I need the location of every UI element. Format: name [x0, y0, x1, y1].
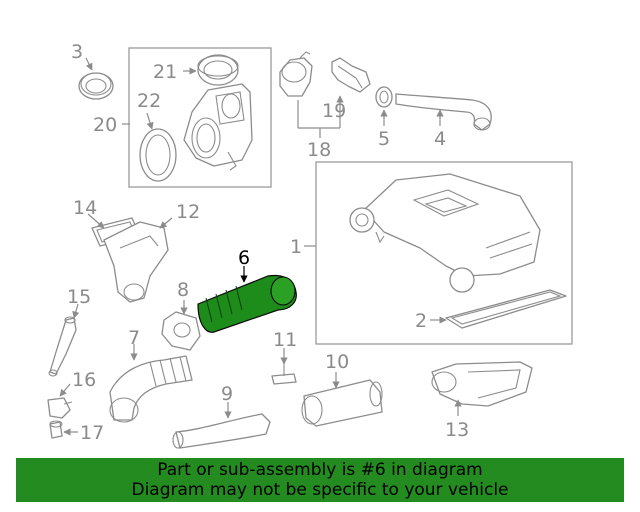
label-18: 18 — [307, 139, 331, 161]
part-20-housing[interactable] — [183, 83, 253, 171]
part-5-clamp[interactable] — [375, 86, 393, 108]
label-7: 7 — [128, 327, 140, 349]
group-box-20 — [128, 47, 272, 188]
label-14: 14 — [73, 197, 97, 219]
part-4-hose[interactable] — [395, 93, 492, 131]
label-15: 15 — [67, 286, 91, 308]
label-21: 21 — [153, 61, 177, 83]
label-11: 11 — [273, 329, 297, 351]
label-1: 1 — [290, 236, 302, 258]
label-10: 10 — [325, 351, 349, 373]
label-2: 2 — [415, 310, 427, 332]
part-12-duct[interactable] — [103, 221, 169, 303]
group-box-1 — [315, 161, 573, 345]
label-9: 9 — [221, 383, 233, 405]
part-1-air-cleaner-box[interactable] — [349, 173, 541, 293]
part-10-duct-tube[interactable] — [301, 379, 383, 427]
label-4: 4 — [434, 128, 446, 150]
part-11-bolt[interactable] — [271, 362, 297, 385]
label-12: 12 — [176, 201, 200, 223]
label-3: 3 — [71, 41, 83, 63]
label-16: 16 — [72, 369, 96, 391]
label-6: 6 — [238, 247, 250, 269]
banner-line-2: Diagram may not be specific to your vehi… — [131, 480, 509, 500]
label-20: 20 — [93, 114, 117, 136]
part-2-filter[interactable] — [445, 289, 567, 329]
part-19-bracket[interactable] — [331, 57, 371, 93]
part-22-o-ring[interactable] — [139, 128, 177, 182]
part-7-corrugated-hose[interactable] — [109, 355, 193, 423]
part-16-connector[interactable] — [47, 397, 73, 419]
part-17-clip[interactable] — [49, 420, 63, 439]
label-13: 13 — [445, 419, 469, 441]
label-19: 19 — [322, 100, 346, 122]
banner-line-1: Part or sub-assembly is #6 in diagram — [157, 460, 483, 480]
label-5: 5 — [378, 128, 390, 150]
label-17: 17 — [80, 422, 104, 444]
part-13-intake-snorkel[interactable] — [431, 361, 533, 407]
info-banner: Part or sub-assembly is #6 in diagram Di… — [16, 458, 624, 502]
label-8: 8 — [177, 279, 189, 301]
part-9-tube[interactable] — [172, 413, 271, 449]
part-8-flange[interactable] — [161, 311, 201, 351]
part-18-actuator[interactable] — [279, 51, 313, 97]
part-21-ring[interactable] — [197, 54, 239, 86]
part-3-seal-ring[interactable] — [78, 72, 114, 100]
part-6-intake-hose[interactable] — [197, 274, 297, 333]
parts-diagram: 3 21 22 20 19 18 5 4 14 12 6 1 15 8 2 7 … — [47, 41, 573, 449]
label-22: 22 — [137, 90, 161, 112]
part-15-small-hose[interactable] — [48, 316, 77, 377]
